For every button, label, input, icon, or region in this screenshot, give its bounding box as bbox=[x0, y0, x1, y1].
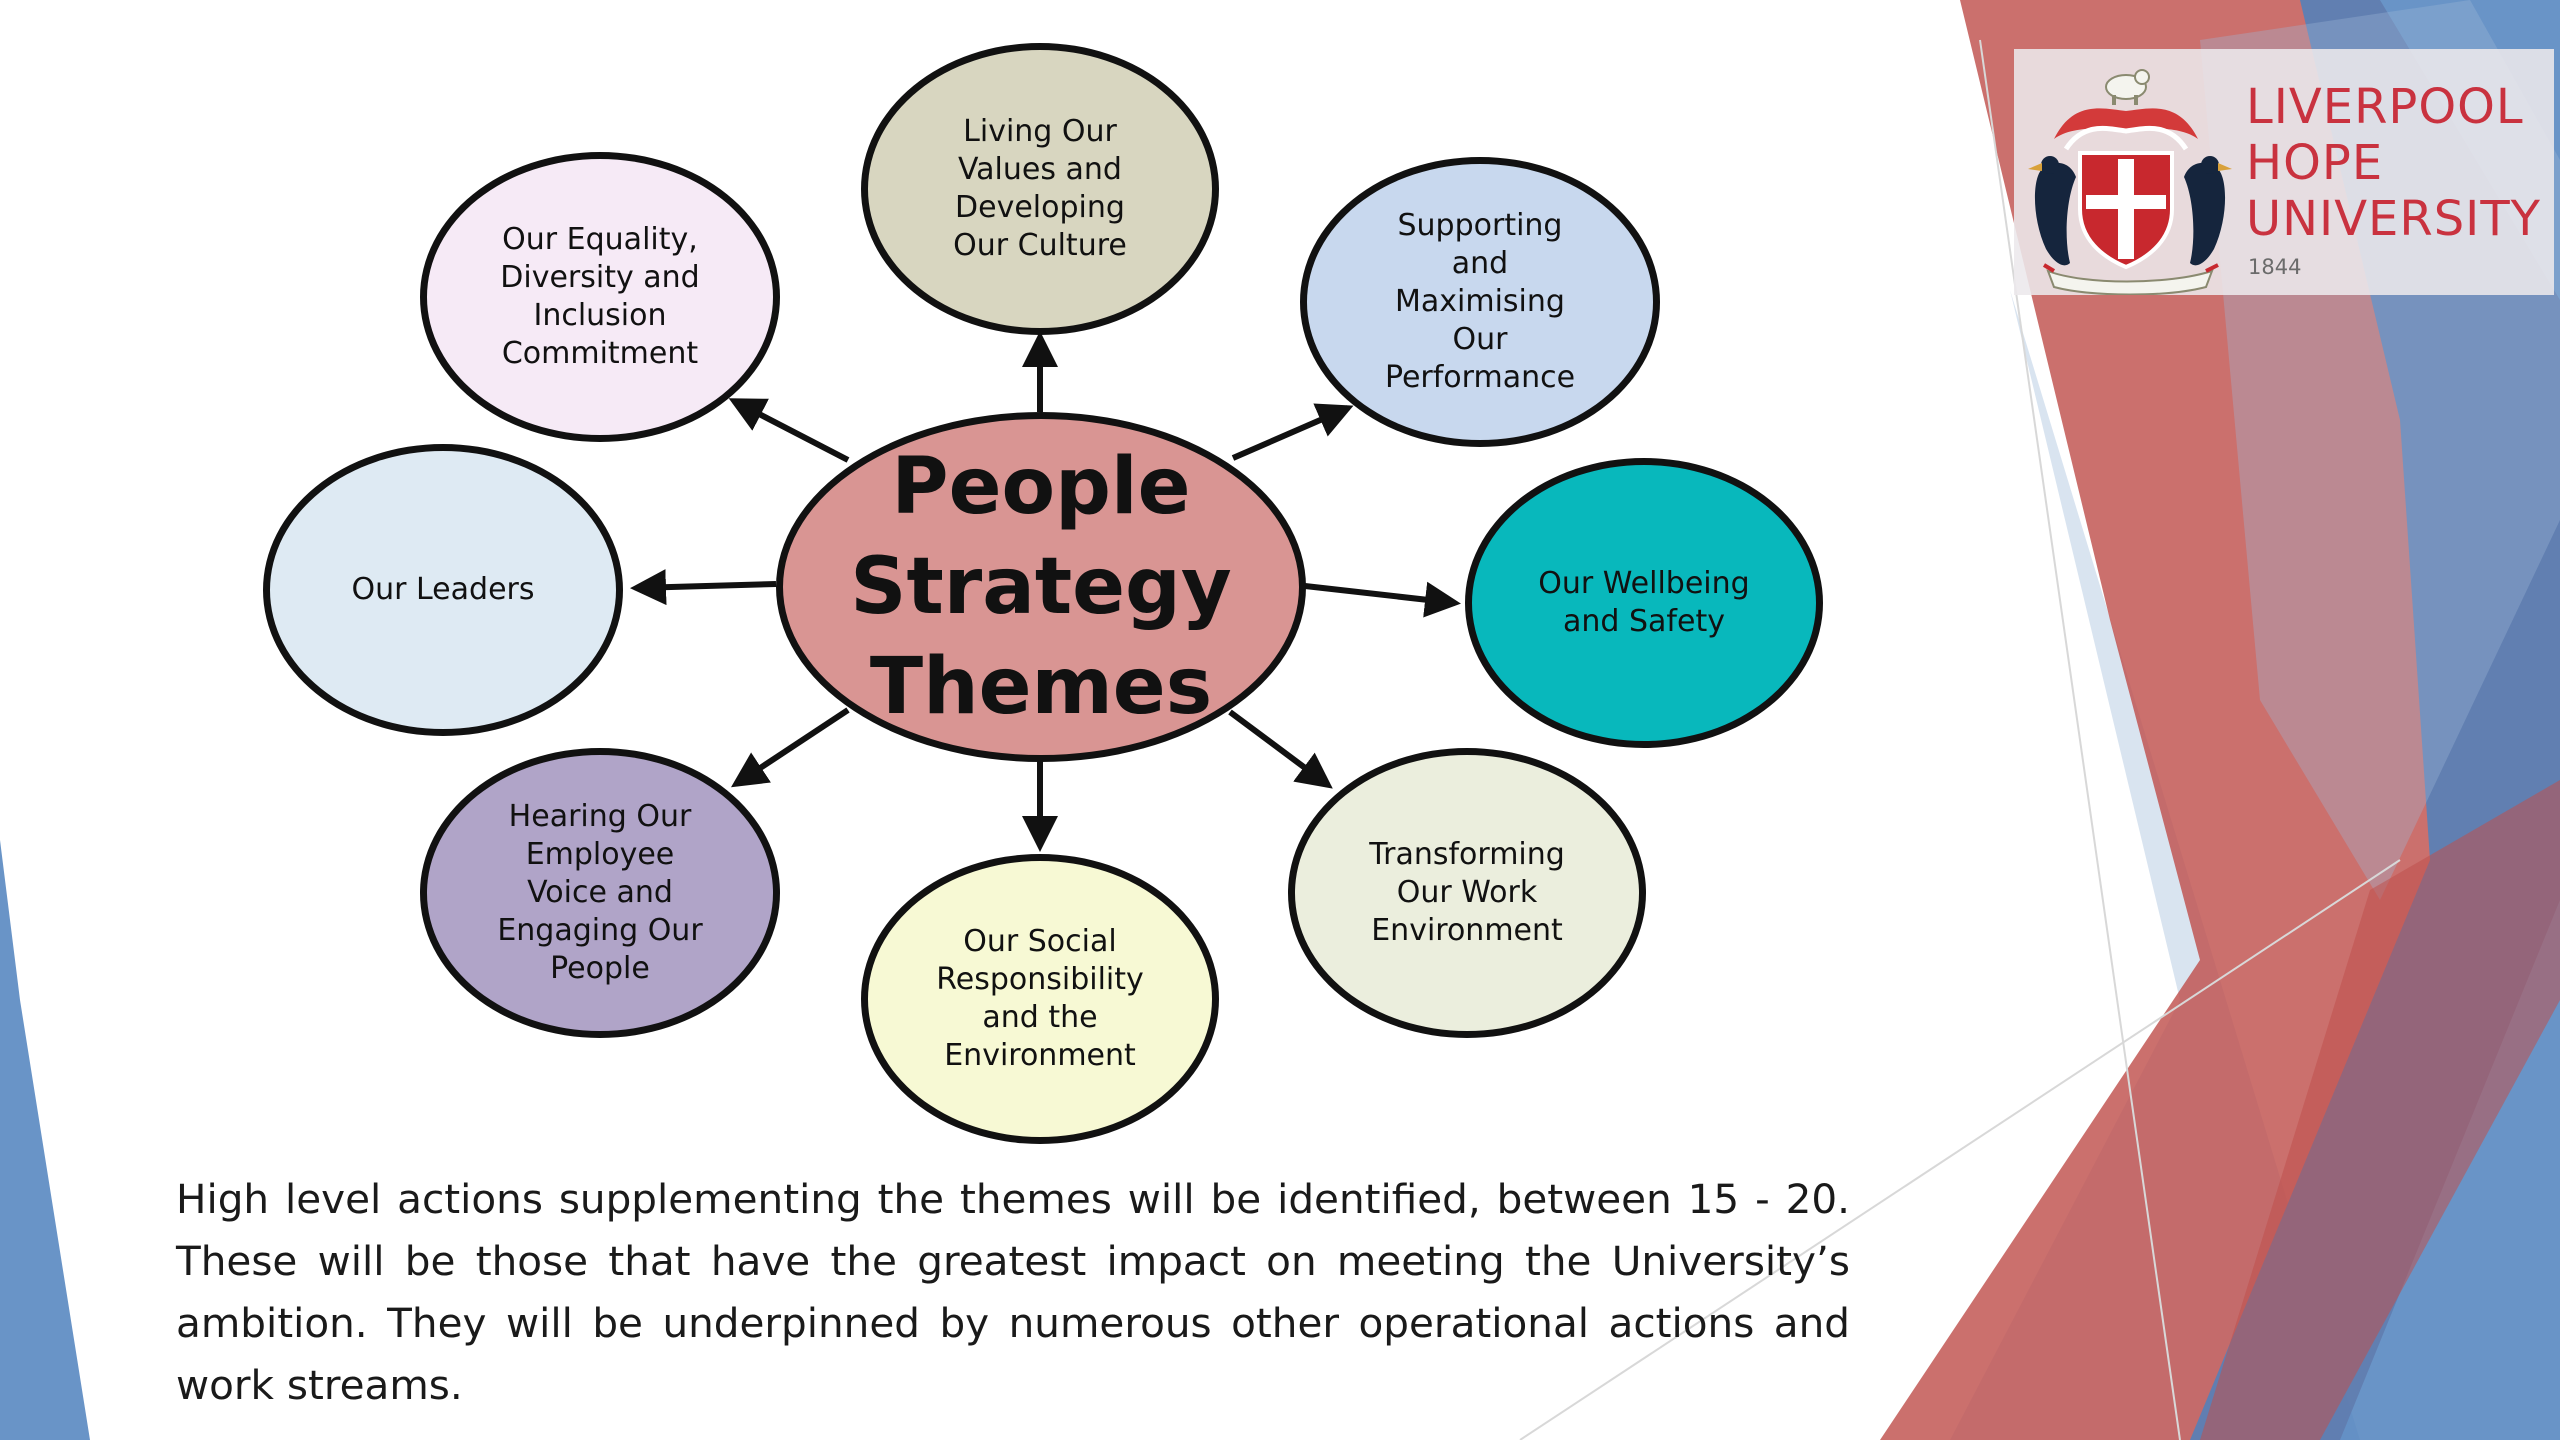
arrow-to-performance bbox=[1231, 403, 1354, 461]
center-people-strategy-themes: People Strategy Themes bbox=[776, 412, 1306, 762]
theme-label: Supporting and Maximising Our Performanc… bbox=[1384, 208, 1576, 395]
university-logo: LIVERPOOL HOPE UNIVERSITY 1844 bbox=[2014, 49, 2554, 295]
theme-wellbeing-safety: Our Wellbeing and Safety bbox=[1465, 458, 1823, 748]
decor-thin-line-1 bbox=[1979, 39, 2181, 1440]
arrow-to-employee-voice bbox=[730, 707, 850, 788]
theme-label: Our Wellbeing and Safety bbox=[1538, 566, 1750, 639]
theme-our-leaders: Our Leaders bbox=[263, 444, 623, 736]
logo-text-line-3: UNIVERSITY bbox=[2246, 191, 2541, 247]
theme-label: Our Equality, Diversity and Inclusion Co… bbox=[500, 222, 700, 371]
theme-values-culture: Living Our Values and Developing Our Cul… bbox=[861, 43, 1219, 335]
theme-employee-voice: Hearing Our Employee Voice and Engaging … bbox=[420, 748, 780, 1038]
caption-paragraph: High level actions supplementing the the… bbox=[176, 1175, 1850, 1409]
arrow-to-work-environment bbox=[1228, 709, 1333, 789]
theme-label: Our Leaders bbox=[351, 572, 535, 607]
theme-label: Hearing Our Employee Voice and Engaging … bbox=[497, 799, 703, 986]
logo-founding-year: 1844 bbox=[2248, 255, 2302, 279]
logo-text-line-1: LIVERPOOL bbox=[2246, 79, 2524, 135]
arrow-to-wellbeing bbox=[1304, 581, 1461, 618]
logo-text-line-2: HOPE bbox=[2246, 135, 2384, 191]
right-red-lower bbox=[2200, 780, 2560, 1440]
theme-performance: Supporting and Maximising Our Performanc… bbox=[1300, 157, 1660, 447]
theme-social-responsibility: Our Social Responsibility and the Enviro… bbox=[861, 854, 1219, 1144]
left-blue-shape bbox=[0, 840, 90, 1440]
theme-label: Our Social Responsibility and the Enviro… bbox=[936, 924, 1144, 1073]
arrow-to-equality bbox=[728, 398, 850, 463]
theme-label: Transforming Our Work Environment bbox=[1369, 837, 1565, 948]
arrow-to-leaders bbox=[630, 569, 777, 606]
decor-thin-line-2 bbox=[1519, 859, 2401, 1440]
center-title: People Strategy Themes bbox=[850, 442, 1232, 732]
theme-equality-diversity: Our Equality, Diversity and Inclusion Co… bbox=[420, 152, 780, 442]
university-crest-icon bbox=[2028, 69, 2232, 295]
theme-label: Living Our Values and Developing Our Cul… bbox=[953, 114, 1127, 263]
theme-work-environment: Transforming Our Work Environment bbox=[1288, 748, 1646, 1038]
